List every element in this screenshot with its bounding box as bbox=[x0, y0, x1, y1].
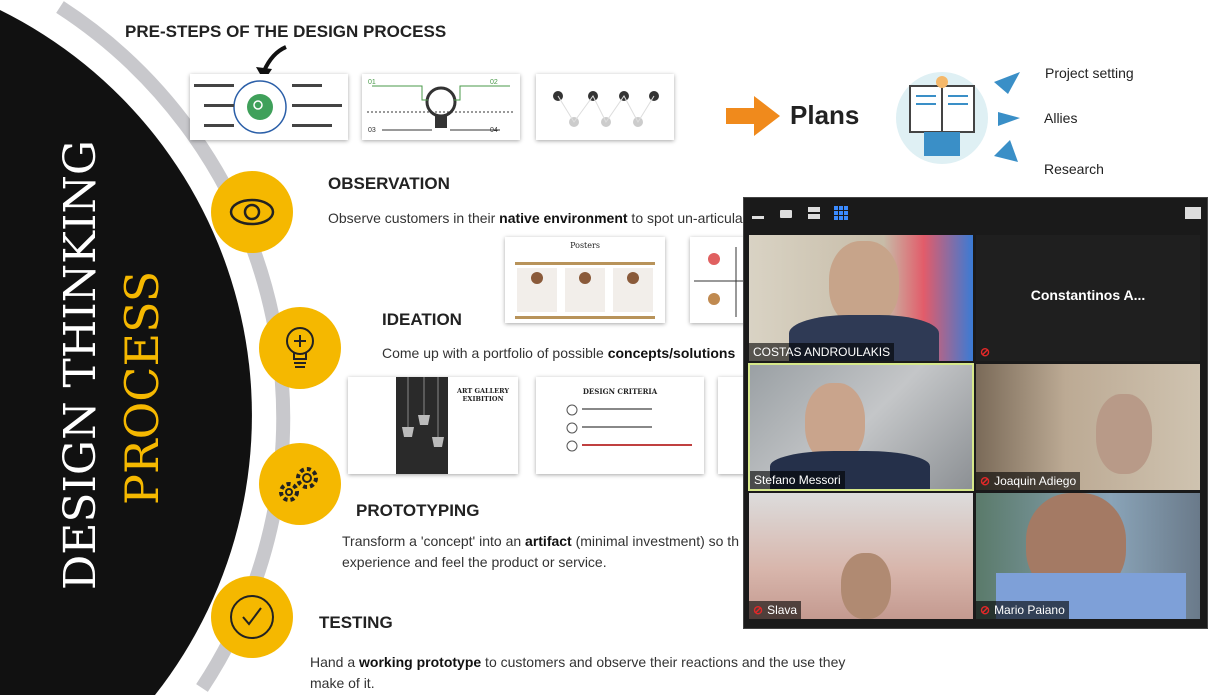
participant-name-label: COSTAS ANDROULAKIS bbox=[749, 343, 895, 361]
thumbnail-design-criteria: DESIGN CRITERIA bbox=[536, 377, 704, 474]
participant-name-label: ⊘Slava bbox=[749, 601, 802, 619]
thumbnail-complexity bbox=[190, 74, 348, 140]
plans-item-research: Research bbox=[1044, 161, 1104, 177]
video-tile[interactable]: ⊘Mario Paiano bbox=[976, 493, 1200, 619]
meeting-toolbar bbox=[744, 198, 1207, 234]
participant-name-label: ⊘Mario Paiano bbox=[976, 601, 1069, 619]
speaker-view-button[interactable] bbox=[780, 210, 792, 218]
svg-text:03: 03 bbox=[368, 127, 376, 134]
orange-arrow-icon bbox=[726, 96, 780, 136]
thumbnail-art-gallery: ART GALLERY EXIBITION bbox=[348, 377, 518, 474]
svg-text:01: 01 bbox=[368, 79, 376, 86]
video-tile-active-speaker[interactable]: Stefano Messori bbox=[748, 363, 974, 491]
thumbnail-description bbox=[536, 74, 674, 140]
muted-mic-icon: ⊘ bbox=[980, 474, 991, 488]
testing-text: Hand a working prototype to customers an… bbox=[310, 654, 846, 691]
plans-item-project-setting: Project setting bbox=[1045, 65, 1134, 81]
plans-illustration bbox=[896, 72, 988, 164]
observation-step-circle bbox=[211, 171, 293, 253]
gallery-view-button[interactable] bbox=[834, 206, 849, 220]
video-tile[interactable]: ⊘Slava bbox=[749, 493, 973, 619]
lightbulb-icon bbox=[286, 327, 314, 368]
muted-mic-icon: ⊘ bbox=[980, 345, 991, 359]
plans-item-allies: Allies bbox=[1044, 110, 1078, 126]
ideation-step-circle bbox=[259, 307, 341, 389]
prototyping-step-circle bbox=[259, 443, 341, 525]
svg-text:04: 04 bbox=[490, 127, 498, 134]
participant-name-center: Constantinos A... bbox=[1030, 287, 1146, 303]
prototyping-title: PROTOTYPING bbox=[356, 501, 480, 520]
participant-name-label: Stefano Messori bbox=[750, 471, 845, 489]
minimize-button[interactable] bbox=[752, 216, 764, 219]
participant-name-label: ⊘Joaquin Adiego bbox=[976, 472, 1081, 490]
video-tile[interactable]: ⊘Joaquin Adiego bbox=[976, 364, 1200, 490]
prototyping-text: Transform a 'concept' into an artifact (… bbox=[342, 533, 739, 570]
check-circle-icon bbox=[230, 595, 274, 639]
video-tile[interactable]: COSTAS ANDROULAKIS bbox=[749, 235, 973, 361]
testing-step-circle bbox=[211, 576, 293, 658]
muted-mic-icon: ⊘ bbox=[980, 603, 991, 617]
thumbnail-personas bbox=[690, 237, 746, 323]
observation-text: Observe customers in their native enviro… bbox=[328, 210, 743, 226]
thumbnail-posters: Posters bbox=[505, 237, 665, 323]
eye-icon bbox=[229, 198, 275, 226]
presteps-heading: PRE-STEPS OF THE DESIGN PROCESS bbox=[125, 22, 447, 41]
gears-icon bbox=[279, 467, 318, 502]
ideation-text: Come up with a portfolio of possible con… bbox=[382, 345, 736, 361]
plans-label: Plans bbox=[790, 100, 860, 130]
plans-arrows-icon bbox=[994, 72, 1020, 162]
video-meeting-window: COSTAS ANDROULAKIS Constantinos A... ⊘ S… bbox=[743, 197, 1208, 629]
observation-title: OBSERVATION bbox=[328, 174, 450, 193]
testing-title: TESTING bbox=[319, 613, 393, 632]
muted-mic-icon: ⊘ bbox=[753, 603, 764, 617]
exit-fullscreen-button[interactable] bbox=[1185, 207, 1201, 219]
title-process: PROCESS bbox=[115, 270, 169, 505]
title-design-thinking: DESIGN THINKING bbox=[55, 139, 106, 590]
ideation-title: IDEATION bbox=[382, 310, 462, 329]
svg-text:02: 02 bbox=[490, 79, 498, 86]
black-half-circle bbox=[0, 10, 252, 695]
thumbnail-opportunity: 01 02 03 04 bbox=[362, 74, 520, 140]
video-tile[interactable]: Constantinos A... ⊘ bbox=[976, 235, 1200, 361]
strip-view-button[interactable] bbox=[808, 207, 820, 219]
